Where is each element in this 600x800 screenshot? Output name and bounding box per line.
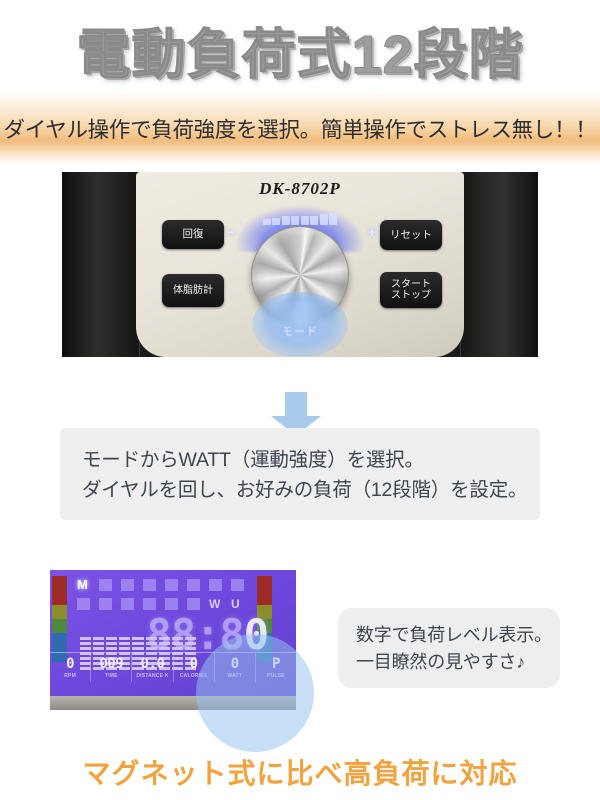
readout-time-value: 009 (99, 655, 124, 672)
readout-distance: 0.0 DISTANCE K (132, 653, 174, 682)
model-number-label: DK-8702P (259, 179, 341, 198)
footer-tagline-container: マグネット式に比べ高負荷に対応 (0, 752, 600, 792)
start-stop-button[interactable]: スタート ストップ (380, 272, 442, 308)
reset-button[interactable]: リセット (380, 220, 442, 250)
program-icon (231, 579, 244, 591)
led-level-arc (252, 212, 348, 225)
subtitle-banner-text: ダイヤル操作で負荷強度を選択。簡単操作でストレス無し！！ (3, 117, 597, 142)
callout-2-line-2: 一目瞭然の見やすさ♪ (356, 652, 525, 672)
body-fat-button[interactable]: 体脂肪計 (162, 274, 224, 307)
main-readout: 88:80 (147, 610, 269, 659)
console-photo: DK-8702P 回復 体脂肪計 リセット スタート ストップ − + モード (62, 172, 538, 357)
mode-button[interactable]: モード (282, 326, 318, 338)
program-icon (165, 579, 178, 591)
program-icon (99, 598, 112, 610)
readout-distance-value: 0.0 (140, 655, 165, 672)
program-icon (209, 579, 222, 591)
readout-calories-value: 0 (189, 655, 198, 672)
program-icon (121, 598, 134, 610)
handlebar-frame-left (62, 172, 140, 357)
readout-time: 009 TIME (91, 653, 133, 682)
handlebar-frame-right (460, 172, 538, 357)
manual-mode-icon: M (77, 577, 88, 592)
program-icon-row-1: M (77, 575, 257, 591)
program-icon (99, 579, 112, 591)
profile-bar-graph (80, 616, 196, 672)
callout-1-line-2: ダイヤルを回し、お好みの負荷（12段階）を設定。 (82, 479, 528, 502)
page-title-container: 電動負荷式12段階 (0, 0, 600, 92)
program-icon (187, 579, 200, 591)
callout-box-operation: モードからWATT（運動強度）を選択。 ダイヤルを回し、お好みの負荷（12段階）… (60, 428, 540, 520)
dial-minus-icon: − (226, 224, 235, 240)
user-mode-icon: U (231, 597, 240, 611)
mode-button-glow (252, 292, 348, 357)
readout-distance-label: DISTANCE K (136, 672, 169, 679)
program-icon (77, 598, 90, 610)
program-icon (165, 598, 178, 610)
watt-mode-icon: W (209, 597, 221, 611)
program-icon-rows: M W U (77, 575, 257, 613)
readout-rpm-label: RPM (64, 672, 76, 679)
program-icon (121, 579, 134, 591)
callout-box-readability: 数字で負荷レベル表示。 一目瞭然の見やすさ♪ (338, 608, 560, 688)
footer-tagline: マグネット式に比べ高負荷に対応 (82, 758, 518, 789)
start-stop-line-2: ストップ (391, 290, 431, 301)
readout-time-label: TIME (104, 672, 118, 679)
subtitle-banner: ダイヤル操作で負荷強度を選択。簡単操作でストレス無し！！ (0, 92, 600, 164)
level-color-strip-left (52, 576, 67, 662)
lcd-screen: M W U (50, 570, 296, 696)
heart-icon (187, 598, 200, 610)
dial-plus-icon: + (367, 224, 376, 240)
start-stop-line-1: スタート (391, 278, 431, 290)
recovery-button[interactable]: 回復 (162, 220, 224, 249)
readout-calories-label: CALORIES (179, 672, 208, 679)
control-console: DK-8702P 回復 体脂肪計 リセット スタート ストップ − + モード (136, 172, 464, 357)
program-icon (143, 598, 156, 610)
highlight-circle (196, 634, 314, 752)
callout-1-line-1: モードからWATT（運動強度）を選択。 (82, 449, 424, 471)
readout-rpm-value: 0 (66, 655, 75, 672)
callout-2-line-1: 数字で負荷レベル表示。 (356, 625, 552, 645)
program-icon (143, 579, 156, 591)
program-icon-row-2: W U (77, 594, 257, 610)
down-arrow-icon (271, 392, 321, 436)
page-title: 電動負荷式12段階 (76, 24, 524, 85)
readout-rpm: 0 RPM (50, 653, 92, 682)
